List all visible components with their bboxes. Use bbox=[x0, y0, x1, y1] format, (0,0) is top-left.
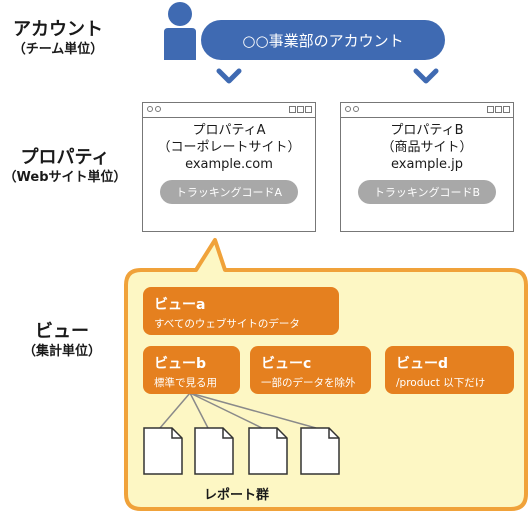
window-title-bar bbox=[341, 103, 513, 118]
view-title: ビューc bbox=[261, 356, 312, 372]
property-window-a: プロパティA （コーポレートサイト） example.com トラッキングコード… bbox=[142, 102, 316, 232]
level-account-label: アカウント （チーム単位） bbox=[8, 19, 108, 58]
tracking-code-badge: トラッキングコードA bbox=[160, 180, 298, 204]
report-document-icon bbox=[143, 427, 183, 475]
report-group-label: レポート群 bbox=[204, 488, 270, 503]
level-view-label: ビュー （集計単位） bbox=[12, 321, 112, 360]
level-account-title: アカウント bbox=[13, 19, 103, 40]
property-domain: example.com bbox=[185, 157, 273, 172]
level-view-title: ビュー bbox=[35, 321, 89, 342]
property-name: プロパティA bbox=[192, 123, 266, 138]
level-property-subtitle: （Webサイト単位） bbox=[3, 169, 127, 185]
view-description: 一部のデータを除外 bbox=[261, 377, 356, 389]
level-view-subtitle: （集計単位） bbox=[22, 343, 101, 359]
view-description: /product 以下だけ bbox=[396, 377, 486, 389]
view-title: ビューd bbox=[396, 356, 449, 372]
level-property-label: プロパティ （Webサイト単位） bbox=[0, 147, 130, 186]
report-document-icon bbox=[248, 427, 288, 475]
chevron-down-icon bbox=[216, 68, 242, 84]
user-icon bbox=[164, 2, 196, 60]
view-box-b: ビューb 標準で見る用 bbox=[143, 346, 240, 394]
level-account-subtitle: （チーム単位） bbox=[12, 41, 104, 57]
property-window-b: プロパティB （商品サイト） example.jp トラッキングコードB bbox=[340, 102, 514, 232]
property-domain: example.jp bbox=[391, 157, 463, 172]
view-box-c: ビューc 一部のデータを除外 bbox=[250, 346, 371, 394]
report-connectors bbox=[159, 392, 317, 429]
window-title-bar bbox=[143, 103, 315, 118]
account-pill: ○○事業部のアカウント bbox=[201, 20, 445, 60]
view-description: すべてのウェブサイトのデータ bbox=[154, 318, 300, 330]
tracking-code-label: トラッキングコードB bbox=[373, 186, 481, 199]
view-title: ビューa bbox=[154, 297, 206, 313]
account-label: ○○事業部のアカウント bbox=[242, 31, 404, 50]
property-kind: （コーポレートサイト） bbox=[157, 140, 301, 155]
view-box-d: ビューd /product 以下だけ bbox=[385, 346, 514, 394]
level-property-title: プロパティ bbox=[20, 147, 110, 168]
view-description: 標準で見る用 bbox=[154, 377, 217, 389]
report-document-icon bbox=[194, 427, 234, 475]
property-name: プロパティB bbox=[390, 123, 464, 138]
view-box-a: ビューa すべてのウェブサイトのデータ bbox=[143, 287, 339, 335]
property-kind: （商品サイト） bbox=[381, 140, 473, 155]
tracking-code-badge: トラッキングコードB bbox=[358, 180, 496, 204]
report-document-icon bbox=[300, 427, 340, 475]
view-title: ビューb bbox=[154, 356, 207, 372]
chevron-down-icon bbox=[413, 68, 439, 84]
tracking-code-label: トラッキングコードA bbox=[175, 186, 283, 199]
